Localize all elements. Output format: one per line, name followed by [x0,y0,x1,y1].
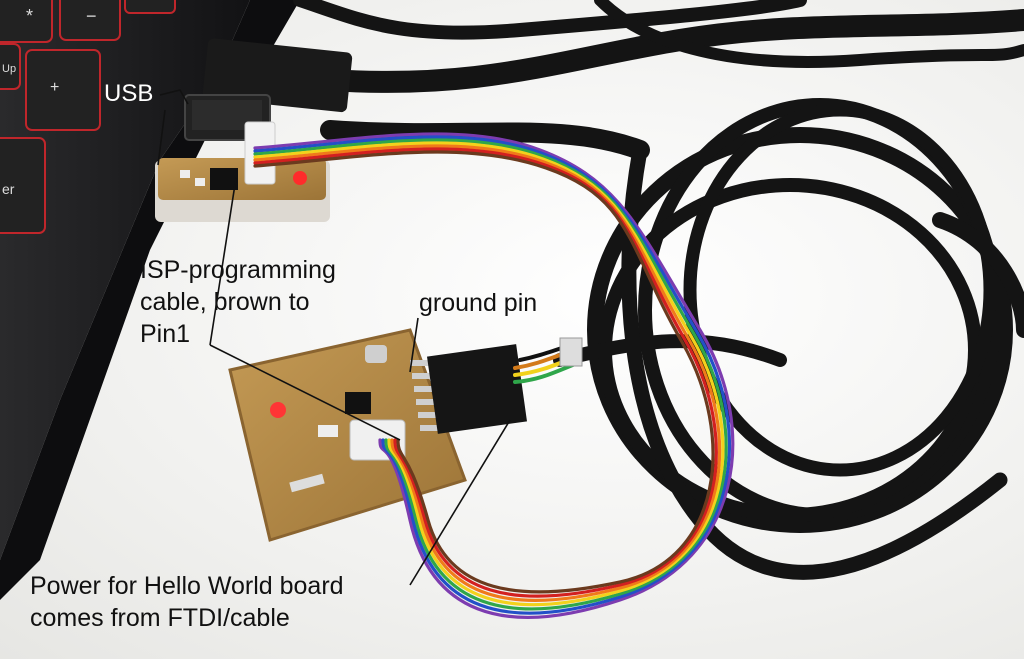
ribbon-cable [253,132,735,619]
key-label-minus: − [86,6,97,26]
black-cables [293,0,1024,580]
programmer-board [155,121,330,222]
ground-pin-pointer [409,317,419,373]
isp-pointer-top [209,177,237,346]
key-label-star: * [26,6,33,26]
key-label-plus: + [50,79,59,96]
usb-pointer [159,89,189,105]
usb-bracket [157,109,166,166]
usb-label: USB [104,80,154,107]
power-pointer [409,419,511,586]
ground-pin-label: ground pin [419,289,538,317]
keyboard-keys: * − + Up er [0,0,176,234]
isp-pointer-bottom [209,344,401,441]
key-label-er: er [2,181,15,197]
laptop: * − + Up er [0,0,300,600]
isp-cable-label: ISP-programming cable, brown to Pin1 [140,256,336,348]
key-label-up: Up [2,63,16,75]
ftdi-cable [513,337,583,384]
annotation-lines [157,89,511,586]
power-note-label: Power for Hello World board comes from F… [30,572,344,632]
hello-world-board [228,328,527,542]
